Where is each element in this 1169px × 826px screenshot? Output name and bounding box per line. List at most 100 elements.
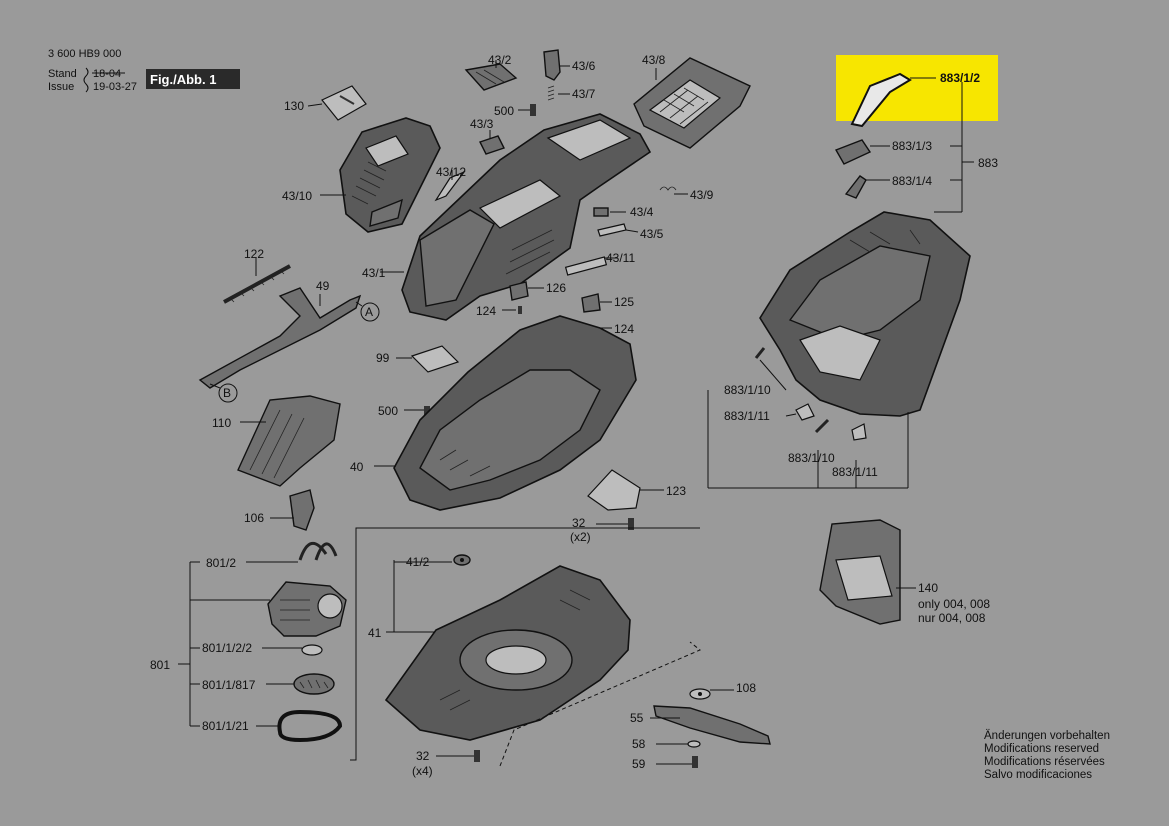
part-43-10-cover bbox=[339, 117, 441, 233]
label-43-9: 43/9 bbox=[690, 188, 714, 202]
part-99-pad bbox=[410, 345, 460, 373]
modifications-notice: Änderungen vorbehalten Modifications res… bbox=[984, 730, 1110, 781]
part-41-frame bbox=[499, 641, 701, 767]
label-801: 801 bbox=[150, 658, 170, 672]
label-883-1-2: 883/1/2 bbox=[940, 71, 980, 85]
label-43-1: 43/1 bbox=[362, 266, 386, 280]
part-125-knob bbox=[581, 293, 601, 313]
label-883-1-4: 883/1/4 bbox=[892, 174, 932, 188]
part-124-pin-left bbox=[518, 306, 522, 314]
part-43-1-housing bbox=[401, 113, 652, 321]
label-883-1-10-lower: 883/1/10 bbox=[788, 451, 835, 465]
label-801-1-817: 801/1/817 bbox=[202, 678, 256, 692]
label-41: 41 bbox=[368, 626, 382, 640]
stand-label: Stand bbox=[48, 68, 77, 80]
label-43-8: 43/8 bbox=[642, 53, 666, 67]
group-883-sub-bracket bbox=[707, 359, 909, 489]
group-883-bracket bbox=[934, 82, 974, 213]
figure-label-box bbox=[146, 69, 240, 89]
label-43-7: 43/7 bbox=[572, 87, 596, 101]
label-108: 108 bbox=[736, 681, 756, 695]
brace-icon bbox=[83, 67, 89, 93]
part-883-1-2-handle bbox=[850, 72, 912, 128]
label-43-10: 43/10 bbox=[282, 189, 312, 203]
label-32-lower: 32 bbox=[416, 749, 430, 763]
part-801-1-817-pulley bbox=[293, 673, 335, 695]
part-126-knob bbox=[509, 281, 529, 301]
part-122-rod bbox=[223, 264, 291, 304]
part-883-1-3-button bbox=[834, 139, 872, 165]
part-500-screw-top bbox=[530, 104, 536, 116]
part-123-cover bbox=[587, 469, 641, 511]
label-130: 130 bbox=[284, 99, 304, 113]
label-140-note-only: only 004, 008 bbox=[918, 597, 990, 611]
label-43-2: 43/2 bbox=[488, 53, 512, 67]
part-883-1-4-clip bbox=[844, 175, 867, 199]
part-49-lever bbox=[198, 287, 362, 389]
part-883-1-11-cap-lower bbox=[851, 423, 867, 441]
label-43-11: 43/11 bbox=[606, 251, 635, 265]
part-41-deck bbox=[384, 565, 631, 741]
label-124-right: 124 bbox=[614, 322, 634, 336]
label-883-1-11-upper: 883/1/11 bbox=[724, 409, 770, 423]
part-801-1-2-2-shaft bbox=[301, 644, 323, 656]
part-43-2-bracket bbox=[464, 63, 518, 91]
part-43-7-spring bbox=[547, 85, 555, 101]
notice-es: Salvo modificaciones bbox=[984, 769, 1092, 781]
part-110-flap bbox=[237, 395, 341, 487]
notice-en: Modifications reserved bbox=[984, 743, 1099, 755]
notice-fr: Modifications réservées bbox=[984, 756, 1105, 768]
label-32-upper: 32 bbox=[572, 516, 586, 530]
label-32-upper-qty: (x2) bbox=[570, 530, 591, 544]
part-106-holder bbox=[289, 489, 315, 531]
part-41-2-washer bbox=[453, 554, 471, 566]
part-32-screw-upper bbox=[628, 518, 634, 530]
label-801-1-21: 801/1/21 bbox=[202, 719, 249, 733]
part-43-3-clip bbox=[479, 135, 505, 155]
label-43-3: 43/3 bbox=[470, 117, 494, 131]
part-801-motor bbox=[267, 581, 347, 637]
label-58: 58 bbox=[632, 737, 646, 751]
stand-old-date: 18-04 bbox=[93, 68, 121, 80]
label-59: 59 bbox=[632, 757, 646, 771]
marker-a bbox=[360, 302, 380, 322]
label-43-12: 43/12 bbox=[436, 165, 466, 179]
part-43-8-keypad bbox=[633, 57, 751, 149]
label-110: 110 bbox=[212, 416, 231, 430]
part-32-screw-lower bbox=[474, 750, 480, 762]
label-b: B bbox=[223, 386, 231, 400]
issue-date: 19-03-27 bbox=[93, 81, 137, 93]
label-140-note-nur: nur 004, 008 bbox=[918, 611, 986, 625]
label-125: 125 bbox=[614, 295, 634, 309]
label-122: 122 bbox=[244, 247, 264, 261]
label-883-1-3: 883/1/3 bbox=[892, 139, 932, 153]
label-40: 40 bbox=[350, 460, 364, 474]
figure-label: Fig./Abb. 1 bbox=[150, 72, 216, 87]
part-55-blade bbox=[653, 705, 771, 745]
notice-de: Änderungen vorbehalten bbox=[984, 730, 1110, 742]
part-43-6-latch bbox=[543, 49, 561, 81]
label-883-1-10-upper: 883/1/10 bbox=[724, 383, 771, 397]
label-883: 883 bbox=[978, 156, 998, 170]
label-a: A bbox=[365, 305, 373, 319]
part-43-9-spring bbox=[659, 186, 677, 191]
label-500-top: 500 bbox=[494, 104, 514, 118]
label-32-lower-qty: (x4) bbox=[412, 764, 433, 778]
label-43-5: 43/5 bbox=[640, 227, 664, 241]
marker-b bbox=[218, 383, 238, 403]
label-500-mid: 500 bbox=[378, 404, 398, 418]
part-43-12 bbox=[434, 170, 466, 202]
part-43-11-strip bbox=[564, 256, 608, 276]
issue-label: Issue bbox=[48, 81, 74, 93]
part-883-1-10-pin-upper bbox=[754, 347, 766, 359]
group-41-bracket bbox=[350, 527, 700, 761]
label-801-2: 801/2 bbox=[206, 556, 236, 570]
part-140-panel bbox=[819, 519, 901, 625]
part-58-washer bbox=[687, 740, 701, 748]
part-801-2-clip bbox=[298, 542, 338, 561]
label-124-left: 124 bbox=[476, 304, 496, 318]
label-49: 49 bbox=[316, 279, 330, 293]
document-header: 3 600 HB9 000 Stand 18-04 Issue 19-03-27… bbox=[48, 48, 240, 93]
part-40-chassis bbox=[393, 315, 637, 511]
label-55: 55 bbox=[630, 711, 644, 725]
